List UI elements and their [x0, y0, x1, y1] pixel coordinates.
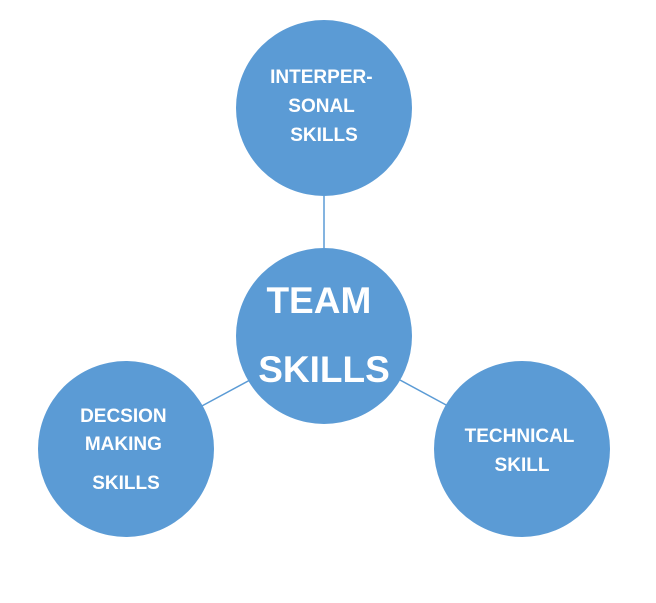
node-technical-skill-label: TECHNICAL SKILL — [465, 426, 580, 476]
node-decision-making-skills-circle — [38, 361, 214, 537]
node-interpersonal-skills-label: INTERPER- SONAL SKILLS — [270, 67, 378, 146]
label-line: TECHNICAL — [465, 426, 575, 447]
label-line: TEAM — [266, 280, 371, 321]
node-team-skills-circle — [236, 248, 412, 424]
label-line: SKILLS — [290, 125, 358, 146]
node-team-skills-label: TEAM SKILLS — [258, 280, 390, 390]
label-line: SKILLS — [258, 349, 390, 390]
label-line: MAKING — [85, 434, 162, 455]
node-team-skills: TEAM SKILLS — [236, 248, 412, 424]
node-interpersonal-skills-circle — [236, 20, 412, 196]
connector-center-to-bottom-right — [399, 379, 449, 407]
node-technical-skill: TECHNICAL SKILL — [434, 361, 610, 537]
label-line: INTERPER- — [270, 67, 372, 88]
label-line: DECSION — [80, 406, 167, 427]
label-line: SKILLS — [92, 473, 160, 494]
label-line: SKILL — [495, 455, 550, 476]
label-line: SONAL — [288, 96, 355, 117]
node-technical-skill-circle — [434, 361, 610, 537]
node-decision-making-skills-label: DECSION MAKING SKILLS — [80, 406, 172, 494]
node-interpersonal-skills: INTERPER- SONAL SKILLS — [236, 20, 412, 196]
connector-center-to-bottom-left — [199, 379, 251, 408]
node-decision-making-skills: DECSION MAKING SKILLS — [38, 361, 214, 537]
